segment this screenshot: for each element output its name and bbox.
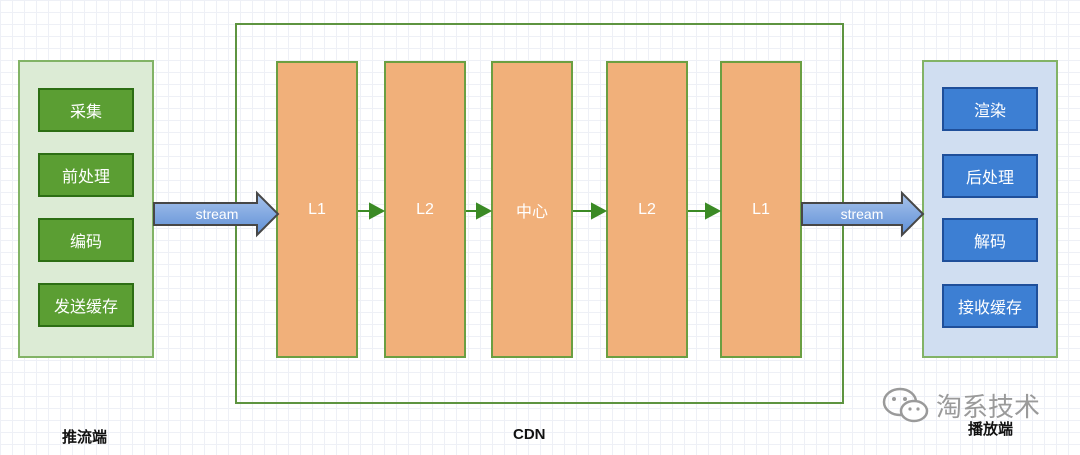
push-step-capture: 采集 bbox=[38, 88, 134, 132]
cdn-arrow-l2-to-center bbox=[476, 202, 493, 220]
cdn-node-l1-edge-in: L1 bbox=[276, 61, 358, 358]
push-step-preprocess: 前处理 bbox=[38, 153, 134, 197]
watermark: 淘系技术 bbox=[880, 385, 1040, 425]
stream-out-label: stream bbox=[841, 206, 884, 222]
cdn-arrow-center-to-l2 bbox=[591, 202, 608, 220]
cdn-arrow-l1-to-l2 bbox=[369, 202, 386, 220]
push-step-send-buffer: 发送缓存 bbox=[38, 283, 134, 327]
watermark-text: 淘系技术 bbox=[936, 392, 1041, 423]
play-side-caption: 播放端 bbox=[968, 421, 1014, 438]
cdn-caption: CDN bbox=[513, 426, 546, 443]
play-step-decode: 解码 bbox=[942, 218, 1038, 262]
cdn-node-l2-in: L2 bbox=[384, 61, 466, 358]
push-side-caption: 推流端 bbox=[62, 429, 108, 446]
play-step-postprocess: 后处理 bbox=[942, 154, 1038, 198]
push-step-encode: 编码 bbox=[38, 218, 134, 262]
wechat-icon bbox=[882, 387, 929, 423]
stream-in-arrow bbox=[153, 190, 280, 238]
cdn-node-l1-edge-out: L1 bbox=[720, 61, 802, 358]
cdn-arrow-l2-to-l1 bbox=[705, 202, 722, 220]
stream-out-arrow bbox=[801, 190, 925, 238]
stream-in-label: stream bbox=[196, 206, 239, 222]
cdn-node-l2-out: L2 bbox=[606, 61, 688, 358]
play-step-render: 渲染 bbox=[942, 87, 1038, 131]
play-step-receive-buffer: 接收缓存 bbox=[942, 284, 1038, 328]
cdn-node-center: 中心 bbox=[491, 61, 573, 358]
